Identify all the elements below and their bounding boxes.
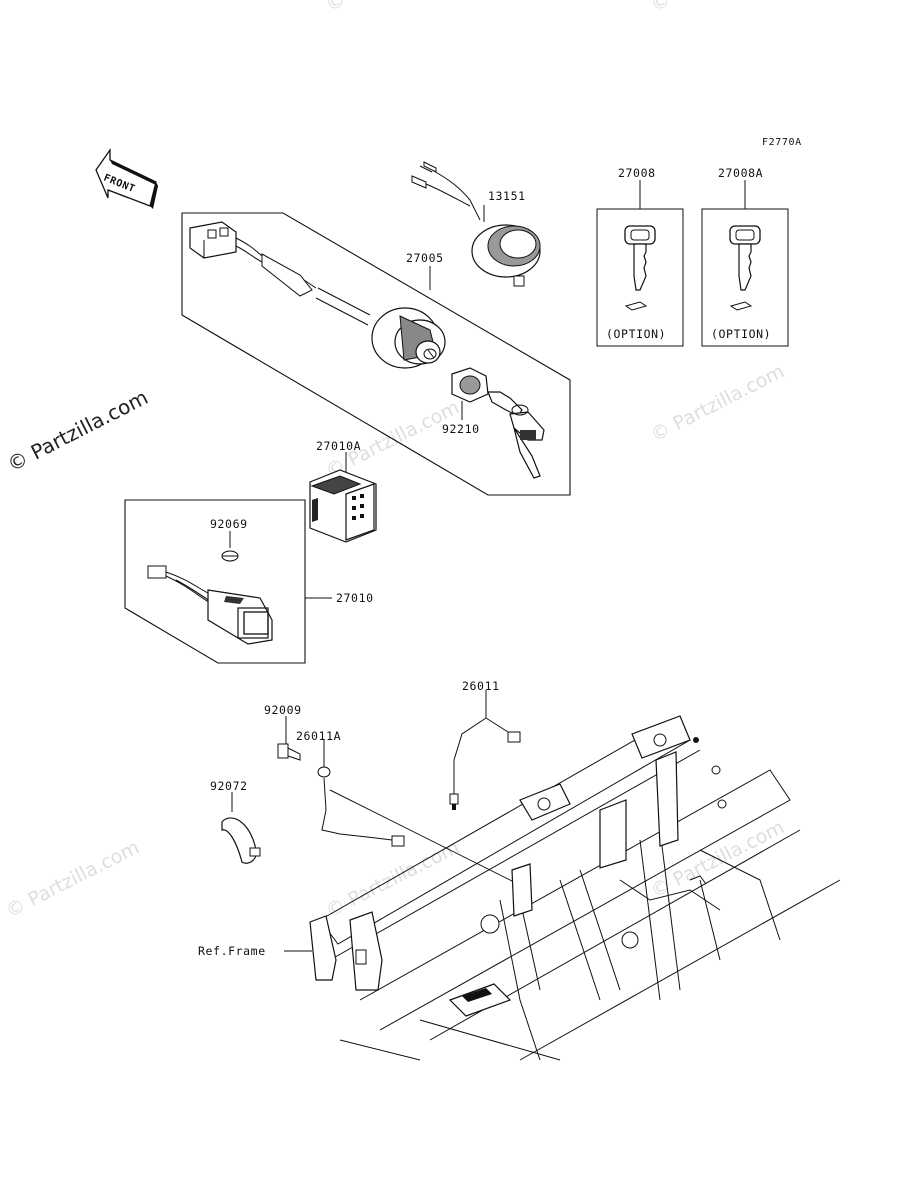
part-label: 27008 <box>618 166 656 180</box>
part-label: 27010 <box>336 591 374 605</box>
part-label: 27010A <box>316 439 361 453</box>
watermark: © Partzilla.com <box>322 836 463 922</box>
ref-frame-label: Ref.Frame <box>198 944 266 958</box>
part-label: 92072 <box>210 779 248 793</box>
part-label: 92009 <box>264 703 302 717</box>
part-label: 27008A <box>718 166 763 180</box>
connector-icon <box>189 221 317 297</box>
watermark: © Partzilla.com <box>647 360 788 446</box>
rocker-switch-icon: 27010A <box>309 439 377 543</box>
part-label: 27005 <box>406 251 444 265</box>
ignition-switch-group: 27005 92210 <box>181 212 571 496</box>
watermark: © Partzilla.com <box>647 0 788 16</box>
watermark-main: © Partzilla.com <box>3 385 151 476</box>
option-note: (OPTION) <box>711 327 771 341</box>
cable-tie-icon: 92072 <box>210 779 261 864</box>
switch-assembly-group: 92069 27010 <box>124 499 374 664</box>
part-label: 26011A <box>296 729 341 743</box>
keys-icon <box>487 391 545 479</box>
figure-code: F2770A <box>762 137 802 148</box>
ground-lead-icon: 26011A <box>296 729 405 847</box>
lock-switch-icon: 13151 <box>411 161 541 287</box>
bolt-icon: 92009 <box>264 703 302 761</box>
ignition-switch-icon <box>371 307 446 369</box>
part-label: 92210 <box>442 422 480 436</box>
sensor-harness-icon: 26011 <box>449 679 521 810</box>
option-note: (OPTION) <box>606 327 666 341</box>
frame-illustration <box>309 715 841 1061</box>
bulb-icon <box>221 550 239 562</box>
ref-frame-label-group: Ref.Frame <box>198 944 312 958</box>
watermark: © Partzilla.com <box>322 0 463 16</box>
front-arrow-icon: FRONT <box>95 147 158 209</box>
key-icon <box>729 225 761 311</box>
key-option-box: 27008 (OPTION) <box>596 166 684 347</box>
part-label: 92069 <box>210 517 248 531</box>
watermark: © Partzilla.com <box>2 836 143 922</box>
part-label: 26011 <box>462 679 500 693</box>
key-icon <box>624 225 656 311</box>
nut-icon <box>451 367 489 403</box>
key-option-box: 27008A (OPTION) <box>701 166 789 347</box>
switch-icon <box>147 565 273 645</box>
part-label: 13151 <box>488 189 526 203</box>
